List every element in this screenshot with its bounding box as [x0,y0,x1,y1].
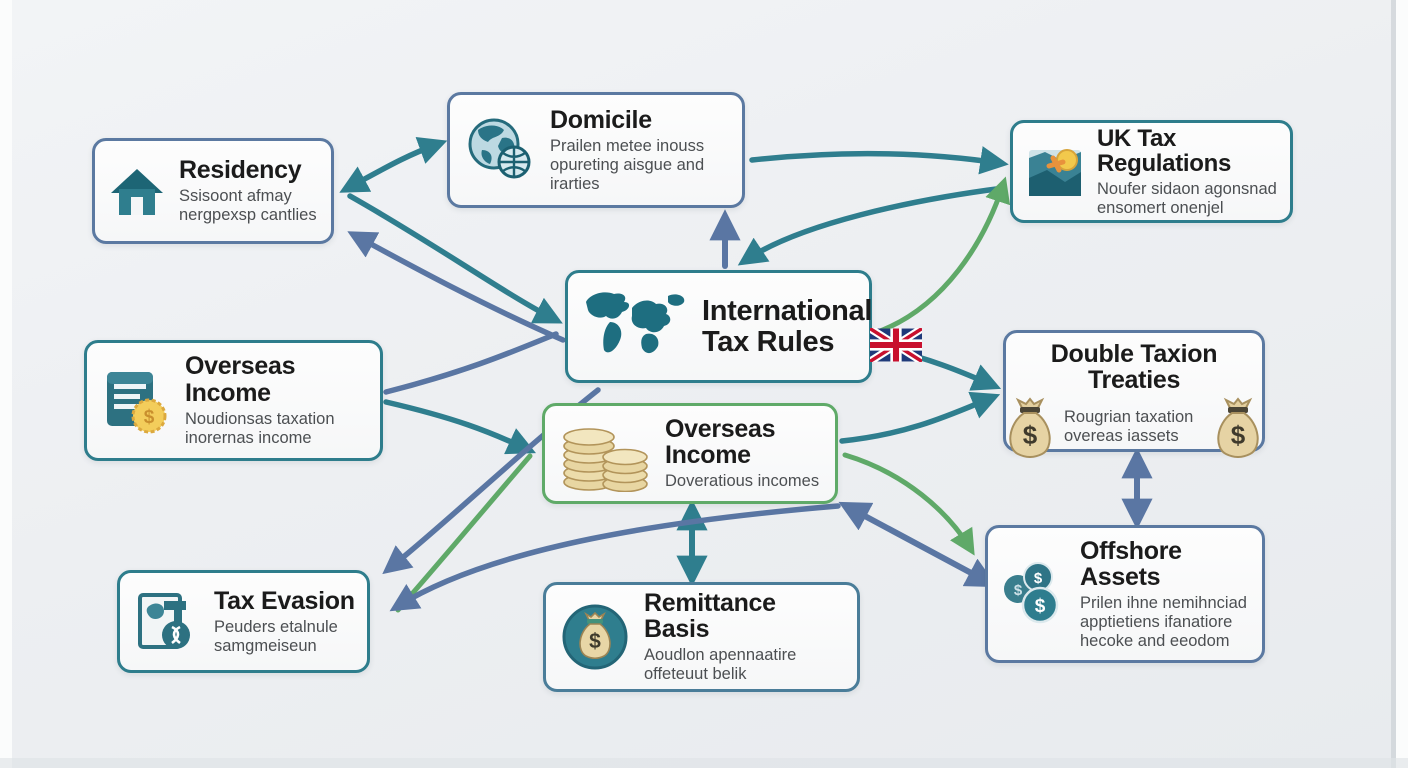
node-subtitle: Ssisoont afmay nergpexsp cantlies [179,187,317,225]
node-overseas-income-center[interactable]: Overseas Income Doveratious incomes [542,403,838,504]
node-remittance-basis[interactable]: $ Remittance Basis Aoudlon apennaatire o… [543,582,860,692]
document-badge-icon [134,589,200,655]
node-international-tax-rules[interactable]: International Tax Rules [565,270,922,383]
bottom-edge-strip [0,758,1408,768]
node-title: UK Tax Regulations [1097,124,1232,177]
map-coin-icon [1027,144,1083,200]
node-title: Double Taxion Treaties [1050,340,1218,395]
edge-remittance-taxevasion [389,503,841,612]
svg-text:$: $ [1231,420,1246,450]
dollar-coins-icon: $ $ $ [1002,561,1066,627]
document-coin-icon: $ [101,366,171,436]
edge-oileft-international [383,331,559,395]
edge-uk-international [737,185,1007,266]
right-edge-strip [1396,0,1408,768]
node-title: Remittance Basis [644,588,776,644]
node-subtitle: Doveratious incomes [665,472,820,491]
node-title: Tax Evasion [214,586,355,615]
node-title: Overseas Income [185,352,296,407]
money-bag-icon: $ [1212,396,1264,458]
node-offshore-assets[interactable]: $ $ $ Offshore Assets Prilen ihne nemihn… [985,525,1265,663]
svg-text:$: $ [1014,582,1023,599]
edge-international-uk-green [872,176,1011,336]
node-title: International Tax Rules [702,295,873,358]
right-edge-line [1391,0,1396,768]
node-residency[interactable]: Residency Ssisoont afmay nergpexsp cantl… [92,138,334,244]
node-subtitle: Peuders etalnule samgmeiseun [214,617,338,655]
node-subtitle: Aoudlon apennaatire offeteuut belik [644,646,797,684]
house-icon [109,163,165,219]
node-title: Residency [179,156,302,185]
edge-international-offshore-green [842,452,975,556]
svg-text:$: $ [1034,570,1043,587]
node-double-taxation-treaties[interactable]: Double Taxion Treaties $ Rougrian taxati… [1003,330,1265,458]
money-bag-circle-icon: $ [560,602,630,672]
svg-text:$: $ [144,407,155,428]
edge-residency-domicile [339,136,448,193]
node-subtitle: Rougrian taxation overeas iassets [1064,407,1194,445]
node-title: Offshore Assets [1080,536,1182,591]
edge-international-residency [347,231,566,343]
edge-oicenter-dtt [839,391,1001,444]
uk-flag-icon [870,328,922,362]
node-uk-tax-regulations[interactable]: UK Tax Regulations Noufer sidaon agonsna… [1010,120,1293,223]
node-subtitle: Noufer sidaon agonsnad ensomert onenjel [1097,179,1277,217]
coin-stacks-icon [559,416,651,492]
node-subtitle: Noudionsas taxation inorernas income [185,409,335,447]
svg-text:$: $ [1023,420,1038,450]
world-map-icon [580,286,692,368]
edge-domicile-uk [749,146,1009,175]
node-subtitle: Prilen ihne nemihnciad apptietiens ifana… [1080,594,1247,650]
svg-text:$: $ [589,630,601,653]
edge-residency-international [347,193,563,324]
globe-icon [464,116,536,184]
node-domicile[interactable]: Domicile Prailen metee inouss opureting … [447,92,745,208]
svg-text:$: $ [1035,596,1046,617]
node-subtitle: Prailen metee inouss opureting aisgue an… [550,136,705,193]
node-title: Overseas Income [665,414,776,470]
edge-oileft-oicenter [383,399,536,455]
edge-oicenter-offshore [838,501,998,588]
node-tax-evasion[interactable]: Tax Evasion Peuders etalnule samgmeiseun [117,570,370,673]
edge-taxevasion-oicenter-green [395,453,533,613]
left-edge-strip [0,0,12,768]
money-bag-icon: $ [1004,396,1056,458]
node-overseas-income-left[interactable]: $ Overseas Income Noudionsas taxation in… [84,340,383,461]
node-title: Domicile [550,105,652,134]
